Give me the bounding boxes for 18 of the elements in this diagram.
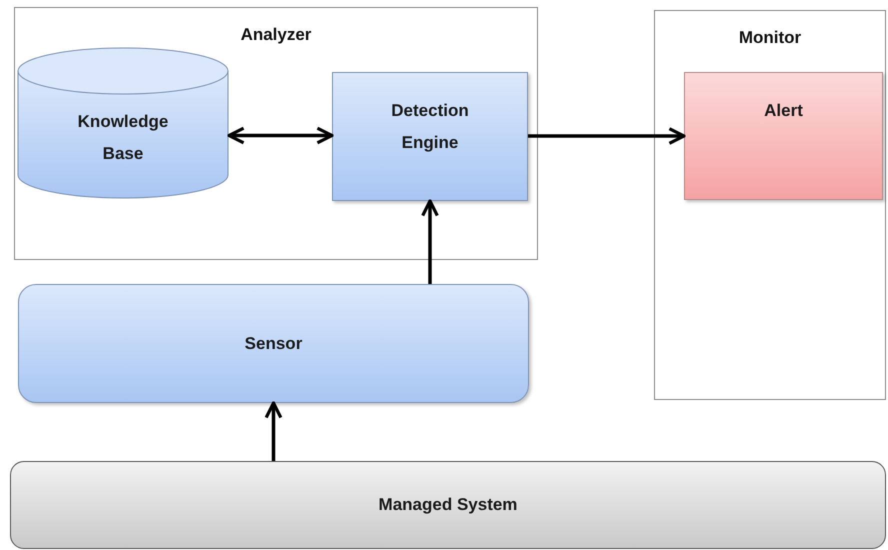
node-label: Sensor bbox=[244, 332, 302, 354]
process-box bbox=[332, 72, 528, 201]
group-title: Analyzer bbox=[240, 24, 312, 46]
arrow bbox=[227, 126, 334, 144]
node-label: Managed System bbox=[378, 494, 518, 516]
alert-box bbox=[684, 72, 883, 200]
arrow bbox=[421, 199, 439, 284]
node-label: Knowledge Base bbox=[76, 111, 170, 165]
arrow bbox=[528, 127, 686, 145]
group-frame bbox=[14, 7, 538, 260]
system-bar bbox=[10, 461, 886, 549]
group-title: Monitor bbox=[738, 27, 802, 49]
process-box bbox=[18, 284, 529, 403]
node-label: Detection Engine bbox=[390, 100, 470, 154]
group-frame bbox=[654, 10, 886, 400]
arrow bbox=[264, 401, 282, 461]
database-cylinder bbox=[17, 47, 229, 199]
node-label: Alert bbox=[764, 100, 803, 122]
